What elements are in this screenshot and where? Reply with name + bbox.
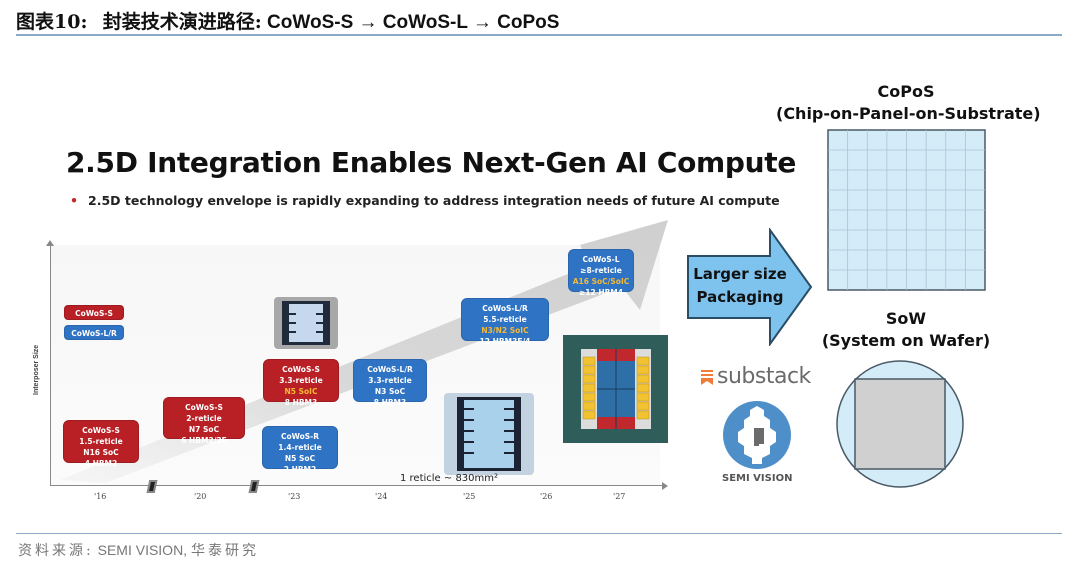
milestone-line-highlight: A16 SoC/SoIC bbox=[572, 277, 630, 286]
source-label: 资料来源: bbox=[18, 543, 94, 559]
milestone-line: N7 SoC bbox=[188, 425, 220, 434]
sow-heading: SoW (System on Wafer) bbox=[806, 308, 1006, 352]
package-image-cowos-l-2027 bbox=[563, 335, 668, 443]
milestone-line: 8 HBM3 bbox=[284, 398, 318, 407]
milestone-line: 1.5-reticle bbox=[79, 437, 123, 446]
legend-cowos-lr: CoWoS-L/R bbox=[64, 325, 124, 340]
figure-label: 图表10: bbox=[16, 11, 88, 33]
milestone-line: 1.4-reticle bbox=[278, 443, 322, 452]
axis-break-icon bbox=[146, 480, 158, 493]
milestone-line: CoWoS-S bbox=[282, 365, 320, 374]
milestone-line: 3.3-reticle bbox=[279, 376, 323, 385]
semivision-logo-icon bbox=[723, 401, 791, 469]
figure-title-cn: 封装技术演进路径: bbox=[102, 11, 262, 33]
axis-break-icon bbox=[248, 480, 260, 493]
substack-wordmark: substack bbox=[717, 364, 811, 389]
milestone-2025: CoWoS-L/R 5.5-reticle N3/N2 SoIC 12 HBM3… bbox=[461, 298, 549, 346]
copos-heading: CoPoS (Chip-on-Panel-on-Substrate) bbox=[776, 81, 1041, 125]
sow-system-square bbox=[854, 378, 946, 470]
milestone-line: N5 SoC bbox=[284, 454, 316, 463]
x-axis bbox=[50, 485, 664, 486]
milestone-line: 5.5-reticle bbox=[483, 315, 527, 324]
milestone-line: N3 SoC bbox=[374, 387, 406, 396]
x-tick: '20 bbox=[194, 492, 207, 501]
y-axis bbox=[50, 243, 51, 486]
milestone-line: 6 HBM2/2E bbox=[181, 436, 227, 445]
bullet-text: 2.5D technology envelope is rapidly expa… bbox=[88, 193, 780, 208]
legend-cowos-s: CoWoS-S bbox=[64, 305, 124, 320]
y-axis-label: Interposer Size bbox=[33, 344, 40, 395]
source-org: 华泰研究 bbox=[190, 543, 259, 559]
package-image-cowos-s bbox=[274, 297, 338, 349]
title-divider bbox=[16, 34, 1062, 36]
milestone-line: CoWoS-L/R bbox=[482, 304, 528, 313]
milestone-line: CoWoS-L/R bbox=[367, 365, 413, 374]
milestone-2020: CoWoS-S 2-reticle N7 SoC 6 HBM2/2E bbox=[163, 397, 245, 445]
source-divider bbox=[16, 533, 1062, 534]
larger-size-arrow-icon bbox=[687, 228, 813, 346]
milestone-line: ≥12 HBM4 bbox=[578, 288, 623, 297]
source-text: SEMI VISION, bbox=[97, 542, 188, 558]
y-axis-arrow-icon bbox=[46, 240, 54, 246]
milestone-line-highlight: N3/N2 SoIC bbox=[481, 326, 529, 335]
slide-bullet: • 2.5D technology envelope is rapidly exp… bbox=[70, 193, 780, 208]
x-tick: '25 bbox=[463, 492, 476, 501]
x-tick: '27 bbox=[613, 492, 626, 501]
milestone-2016: CoWoS-S 1.5-reticle N16 SoC 4 HBM2 bbox=[63, 420, 139, 468]
milestone-line: CoWoS-S bbox=[82, 426, 120, 435]
x-axis-arrow-icon bbox=[662, 482, 668, 490]
copos-panel-grid bbox=[827, 129, 986, 291]
reticle-note-text: 1 reticle ~ 830mm² bbox=[400, 473, 499, 484]
milestone-2023-cowos-r: CoWoS-R 1.4-reticle N5 SoC 2 HBM2 bbox=[262, 426, 338, 474]
source-note: 资料来源: SEMI VISION, 华泰研究 bbox=[18, 540, 259, 560]
milestone-line: CoWoS-S bbox=[185, 403, 223, 412]
copos-title: CoPoS bbox=[877, 82, 935, 101]
slide-title: 2.5D Integration Enables Next-Gen AI Com… bbox=[66, 146, 797, 179]
milestone-line: 2-reticle bbox=[186, 414, 222, 423]
milestone-2024: CoWoS-L/R 3.3-reticle N3 SoC 8 HBM3 bbox=[353, 359, 427, 407]
bullet-dot-icon: • bbox=[70, 193, 78, 208]
arrow-label-line1: Larger size bbox=[693, 265, 787, 283]
sow-subtitle: (System on Wafer) bbox=[821, 331, 991, 350]
x-tick: '26 bbox=[540, 492, 553, 501]
milestone-line: 12 HBM3E/4 bbox=[479, 337, 531, 346]
semivision-wordmark: SEMI VISION bbox=[722, 473, 793, 484]
copos-subtitle: (Chip-on-Panel-on-Substrate) bbox=[776, 104, 1041, 123]
sow-wafer-diagram bbox=[836, 360, 964, 488]
milestone-line-highlight: N5 SoIC bbox=[284, 387, 318, 396]
figure-title: 图表10: 封装技术演进路径: CoWoS-S → CoWoS-L → CoPo… bbox=[16, 7, 559, 34]
substack-logo: substack bbox=[700, 364, 811, 389]
milestone-line: ≥8-reticle bbox=[580, 266, 622, 275]
reticle-note: 1 reticle ~ 830mm² bbox=[400, 473, 498, 484]
milestone-line: 2 HBM2 bbox=[283, 465, 317, 474]
milestone-line: 4 HBM2 bbox=[84, 459, 118, 468]
arrow-label-line2: Packaging bbox=[696, 288, 784, 306]
milestone-line: CoWoS-L bbox=[582, 255, 620, 264]
package-image-cowos-l bbox=[444, 393, 534, 475]
sow-title: SoW bbox=[885, 309, 927, 328]
x-tick: '24 bbox=[375, 492, 388, 501]
milestone-line: N16 SoC bbox=[83, 448, 119, 457]
milestone-line: 3.3-reticle bbox=[368, 376, 412, 385]
milestone-2023-cowos-s: CoWoS-S 3.3-reticle N5 SoIC 8 HBM3 bbox=[263, 359, 339, 407]
x-tick: '16 bbox=[94, 492, 107, 501]
figure-title-en: CoWoS-S → CoWoS-L → CoPoS bbox=[267, 12, 560, 33]
y-axis-label-wrap: Interposer Size bbox=[33, 345, 83, 402]
milestone-2027: CoWoS-L ≥8-reticle A16 SoC/SoIC ≥12 HBM4 bbox=[568, 249, 634, 297]
x-tick: '23 bbox=[288, 492, 301, 501]
substack-bookmark-icon bbox=[701, 369, 713, 385]
milestone-line: CoWoS-R bbox=[280, 432, 320, 441]
milestone-line: 8 HBM3 bbox=[373, 398, 407, 407]
arrow-label: Larger size Packaging bbox=[690, 263, 790, 309]
